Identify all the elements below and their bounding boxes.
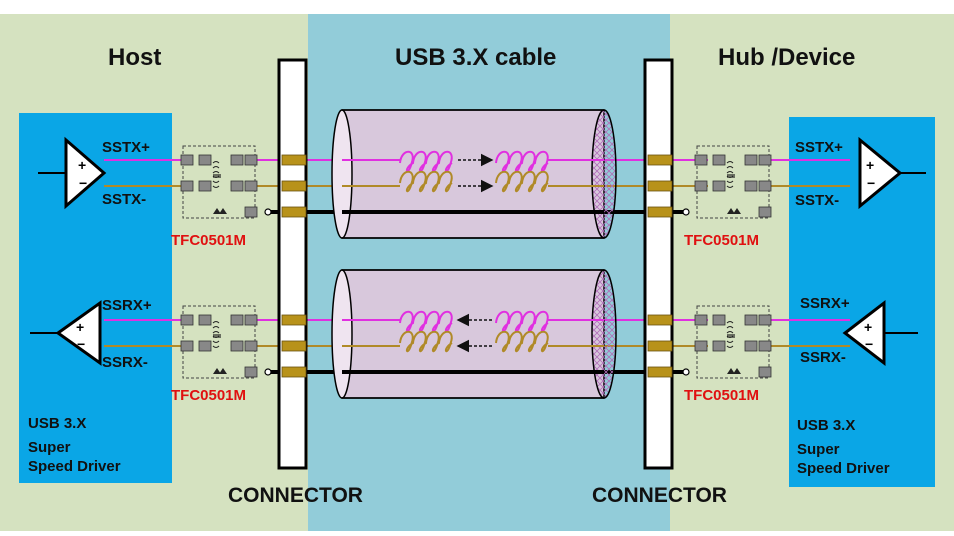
device-sstx-plus-label: SSTX+ [795,139,843,156]
device-ssrx-plus-label: SSRX+ [800,295,850,312]
host-tx-pad-1 [281,180,307,192]
device-driver-line1: USB 3.X [797,417,856,434]
rx-cable-left-end [331,269,353,399]
device-sstx-minus-label: SSTX- [795,192,840,209]
device-driver-line2: Super [797,440,840,458]
rx-cable-braid-end [591,269,617,399]
host-driver-line3: Speed Driver [28,458,121,475]
host-ssrx-minus-label: SSRX- [102,354,148,371]
host-sstx-plus-label: SSTX+ [102,139,150,156]
device-connector [643,58,674,470]
host-rx-pad-2 [281,366,307,378]
device-connector-label: CONNECTOR [592,484,727,507]
tx-cable-braid-end [591,109,617,239]
host-connector [277,58,308,470]
host-rx-amplifier-triangle-icon [55,300,102,366]
svg-text:−: − [867,175,875,191]
svg-text:+: + [864,319,872,335]
tx-cable-body [331,109,617,239]
rx-cable-shell [341,269,605,399]
host-tx-pad-0 [281,154,307,166]
host-tx-common-mode-filter-icon [180,145,258,219]
svg-text:−: − [79,175,87,191]
rx-coil-neg-1 [495,330,549,353]
svg-text:+: + [866,157,874,173]
svg-text:−: − [77,336,85,352]
tx-host-gnd-node [264,208,272,216]
device-tx-common-mode-filter-icon [694,145,772,219]
device-tx-filter-part-label: TFC0501M [684,232,760,249]
cable-bodies [331,109,617,399]
device-tx-pad-0 [647,154,673,166]
device-rx-common-mode-filter-icon [694,305,772,379]
rx-coil-pos-0 [399,310,453,333]
device-tx-pad-2 [647,206,673,218]
host-connector-label: CONNECTOR [228,484,363,507]
tx-coil-neg-1 [495,170,549,193]
host-rx-filter-part-label: TFC0501M [171,387,247,404]
tx-cable-shell [341,109,605,239]
host-sstx-minus-label: SSTX- [102,191,147,208]
device-rx-pad-2 [647,366,673,378]
tx-coil-pos-0 [399,150,453,173]
rx-coil-neg-0 [399,330,453,353]
device-tx-amplifier-triangle-icon [858,136,903,210]
host-driver-label: USB 3.X Super Speed Driver [28,414,158,477]
rx-coil-pos-1 [495,310,549,333]
rx-cable-body [331,269,617,399]
device-rx-pad-0 [647,314,673,326]
tx-coil-neg-0 [399,170,453,193]
svg-text:−: − [865,336,873,352]
tx-cable-left-end [331,109,353,239]
device-driver-label: USB 3.X Super Speed Driver [797,416,927,479]
device-ssrx-minus-label: SSRX- [800,349,846,366]
host-rx-pad-1 [281,340,307,352]
host-driver-line1: USB 3.X [28,415,87,432]
host-rx-common-mode-filter-icon [180,305,258,379]
rx-host-gnd-node [264,368,272,376]
cable-title: USB 3.X cable [395,44,557,71]
host-driver-line2: Super [28,438,71,456]
svg-text:+: + [78,157,86,173]
device-rx-filter-part-label: TFC0501M [684,387,760,404]
device-title: Hub /Device [718,44,856,71]
device-tx-pad-1 [647,180,673,192]
svg-text:+: + [76,319,84,335]
tx-dev-gnd-node [682,208,690,216]
host-rx-pad-0 [281,314,307,326]
tx-coil-pos-1 [495,150,549,173]
device-rx-pad-1 [647,340,673,352]
host-tx-filter-part-label: TFC0501M [171,232,247,249]
components: +−+−+−+− [30,136,926,379]
host-ssrx-plus-label: SSRX+ [102,297,152,314]
rx-dev-gnd-node [682,368,690,376]
device-driver-line3: Speed Driver [797,460,890,477]
host-tx-pad-2 [281,206,307,218]
host-title: Host [108,44,162,71]
